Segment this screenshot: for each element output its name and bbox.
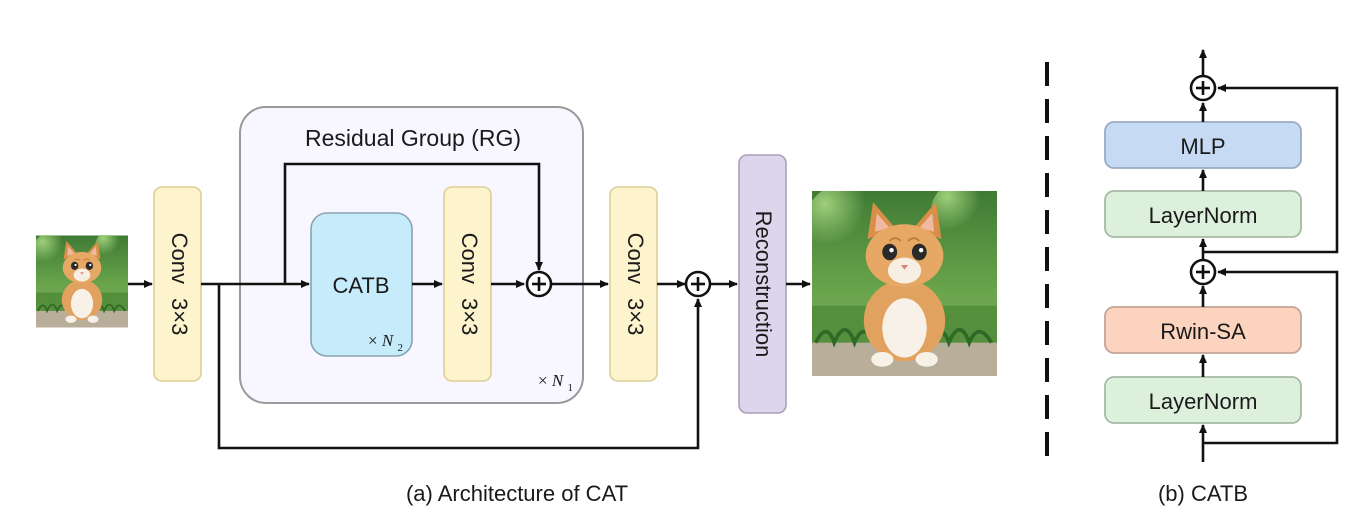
connections-b	[1199, 49, 1339, 462]
caption-b: (b) CATB	[1158, 481, 1248, 506]
mlp-label: MLP	[1180, 134, 1225, 159]
residual-group-title: Residual Group (RG)	[305, 125, 521, 151]
input-image	[32, 230, 128, 328]
conv-block-2-label: Conv3×3	[457, 233, 482, 336]
rg-repeat-count: × N 1	[538, 371, 573, 394]
reconstruction-label: Reconstruction	[751, 211, 776, 358]
catb-block-label: CATB	[332, 273, 389, 298]
output-image	[805, 180, 997, 376]
catb-detail: MLP LayerNorm Rwin-SA LayerNorm	[1104, 49, 1339, 506]
caption-a: (a) Architecture of CAT	[406, 481, 628, 506]
layernorm-upper-label: LayerNorm	[1149, 203, 1258, 228]
conv-block-1-label: Conv3×3	[167, 233, 192, 336]
conv-block-3-label: Conv3×3	[623, 233, 648, 336]
architecture-of-cat: Residual Group (RG) × N 1 Conv3×3 CATB ×…	[32, 106, 997, 506]
connections-a	[128, 162, 811, 450]
sum-node-rg	[525, 270, 553, 298]
sum-node-upper	[1189, 74, 1217, 102]
sum-node-lower	[1189, 258, 1217, 286]
layernorm-lower-label: LayerNorm	[1149, 389, 1258, 414]
catb-repeat-count: × N 2	[368, 331, 403, 354]
sum-node-global	[684, 270, 712, 298]
rwin-sa-label: Rwin-SA	[1160, 319, 1246, 344]
